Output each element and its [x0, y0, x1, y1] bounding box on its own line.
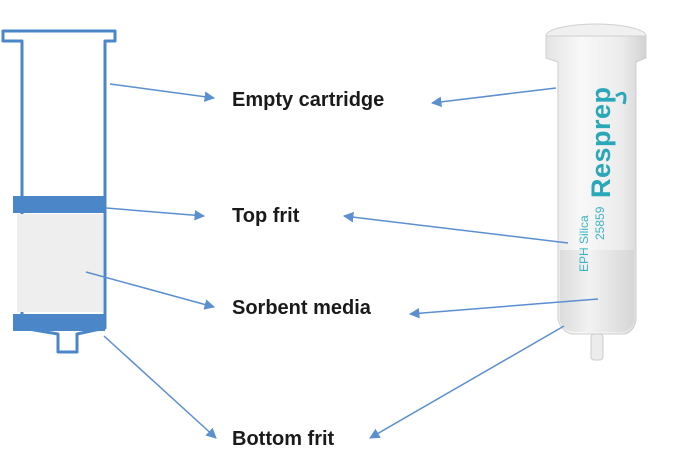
schematic-outline: [1, 29, 117, 354]
labels: Empty cartridge Top frit Sorbent media B…: [232, 89, 384, 450]
label-bottom-frit: Bottom frit: [232, 428, 335, 450]
arrow-bottom-frit-left: [103, 335, 217, 439]
top-frit-band: [13, 196, 105, 213]
photo-tip: [590, 333, 604, 361]
arrow-sorbent-media-right: [408, 298, 599, 319]
photo-brand-text: Resprep: [586, 86, 616, 198]
label-sorbent-media: Sorbent media: [232, 297, 372, 319]
arrow-sorbent-media-left: [85, 271, 216, 310]
arrow-top-frit-left: [105, 207, 206, 221]
cartridge-photo: Resprep EPH Silica 25859: [545, 23, 647, 361]
arrow-empty-cartridge-right: [430, 87, 557, 108]
photo-arc-mark: [615, 91, 627, 105]
arrows-left: [85, 83, 217, 439]
photo-sorbent: [560, 250, 634, 332]
label-empty-cartridge: Empty cartridge: [232, 89, 384, 111]
arrow-empty-cartridge-left: [109, 83, 216, 102]
bottom-frit-band: [13, 314, 105, 331]
sorbent-media-fill: [17, 214, 103, 312]
arrow-top-frit-right: [342, 211, 569, 244]
photo-catalog-number: 25859: [593, 206, 607, 240]
arrows-right: [342, 87, 599, 439]
photo-product-name: EPH Silica: [577, 215, 591, 272]
label-top-frit: Top frit: [232, 205, 300, 227]
schematic-cartridge: [1, 29, 117, 354]
arrow-bottom-frit-right: [369, 325, 565, 439]
